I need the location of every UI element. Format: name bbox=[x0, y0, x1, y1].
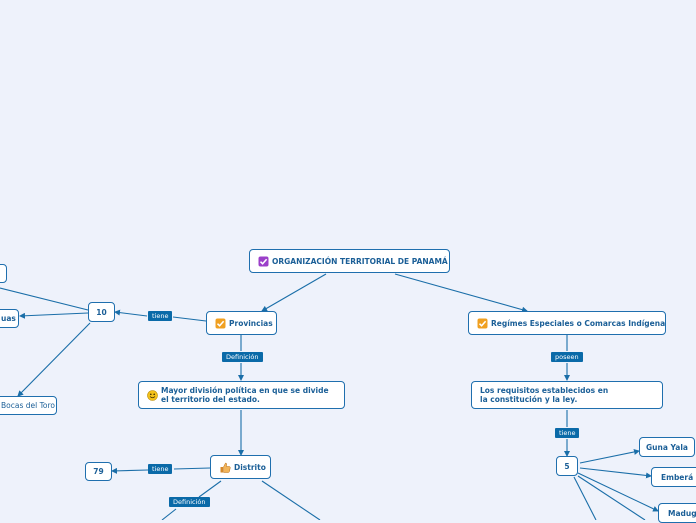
guna-yala-node[interactable]: Guna Yala bbox=[639, 437, 695, 457]
root-topic[interactable]: ORGANIZACIÓN TERRITORIAL DE PANAMÁ bbox=[249, 249, 450, 273]
provincias-definition-node[interactable]: Mayor división política en que se divide… bbox=[138, 381, 345, 409]
edge-tiene-ten bbox=[114, 309, 148, 317]
edge-five-embera bbox=[579, 467, 652, 479]
edge-provincias-tiene bbox=[172, 316, 207, 322]
offscreen-top-node[interactable] bbox=[0, 264, 7, 283]
seventy-nine-node[interactable]: 79 bbox=[85, 462, 112, 481]
regimenes-text: Regímes Especiales o Comarcas Indígenas bbox=[491, 318, 666, 328]
label-definicion-provincias[interactable]: Definición bbox=[222, 352, 263, 362]
ten-node[interactable]: 10 bbox=[88, 302, 115, 322]
edge-root-provincias bbox=[261, 273, 327, 312]
edge-definicion-offscreen bbox=[161, 508, 177, 520]
edge-five-madugandi bbox=[577, 472, 659, 512]
edge-five-guna bbox=[579, 449, 640, 464]
aguas-text: uas bbox=[1, 314, 16, 323]
orange-checkbox-icon bbox=[215, 318, 226, 329]
thumbs-up-icon bbox=[220, 462, 231, 473]
edge-distrito-tiene bbox=[173, 467, 211, 470]
bocas-del-toro-text: Bocas del Toro bbox=[1, 401, 55, 410]
ten-text: 10 bbox=[96, 307, 107, 317]
label-definicion-distrito[interactable]: Definición bbox=[169, 497, 210, 507]
edge-ten-aguas bbox=[19, 312, 89, 319]
edge-five-offscreen-b bbox=[573, 476, 597, 520]
orange-checkbox-icon bbox=[477, 318, 488, 329]
edge-distrito-offscreen bbox=[261, 480, 321, 520]
purple-checkbox-icon bbox=[258, 256, 269, 267]
label-tiene-ten[interactable]: tiene bbox=[148, 311, 173, 321]
madugandi-node[interactable]: Maduga bbox=[658, 503, 696, 523]
edge-distrito-definicion bbox=[198, 480, 222, 498]
label-tiene-five[interactable]: tiene bbox=[555, 428, 580, 438]
five-text: 5 bbox=[564, 461, 570, 471]
requisitos-node[interactable]: Los requisitos establecidos en la consti… bbox=[471, 381, 663, 409]
guna-yala-text: Guna Yala bbox=[646, 442, 688, 452]
aguas-node[interactable]: uas bbox=[0, 309, 19, 328]
requisitos-text: Los requisitos establecidos en la consti… bbox=[480, 386, 609, 404]
regimenes-node[interactable]: Regímes Especiales o Comarcas Indígenas bbox=[468, 311, 666, 335]
madugandi-text: Maduga bbox=[668, 508, 696, 518]
provincias-text: Provincias bbox=[229, 318, 273, 328]
seventy-nine-text: 79 bbox=[93, 467, 104, 476]
edge-root-regimenes bbox=[394, 273, 528, 313]
edge-ten-offscreen-top bbox=[0, 287, 89, 311]
smiley-icon bbox=[147, 389, 158, 401]
edge-ten-bocas bbox=[17, 322, 91, 397]
edge-five-offscreen-a bbox=[577, 475, 646, 520]
provincias-node[interactable]: Provincias bbox=[206, 311, 277, 335]
edge-tiene-79 bbox=[111, 467, 149, 474]
provincias-definition-text: Mayor división política en que se divide… bbox=[161, 386, 329, 404]
bocas-del-toro-node[interactable]: Bocas del Toro bbox=[0, 396, 57, 415]
embera-node[interactable]: Emberá W bbox=[651, 467, 696, 487]
distrito-text: Distrito bbox=[234, 462, 266, 472]
label-poseen[interactable]: poseen bbox=[551, 352, 583, 362]
label-tiene-79[interactable]: tiene bbox=[148, 464, 173, 474]
embera-text: Emberá W bbox=[661, 472, 696, 482]
five-node[interactable]: 5 bbox=[556, 456, 578, 476]
root-topic-text: ORGANIZACIÓN TERRITORIAL DE PANAMÁ bbox=[272, 256, 448, 266]
distrito-node[interactable]: Distrito bbox=[210, 455, 271, 479]
